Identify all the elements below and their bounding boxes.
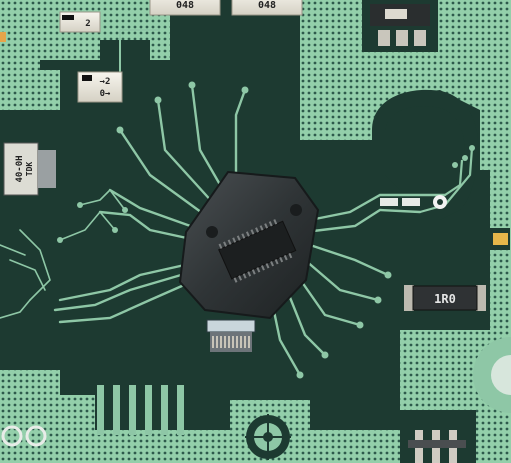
chip-mount-hole-left [206,226,218,238]
svg-text:1R0: 1R0 [434,292,456,306]
flex-connector-icon [206,319,256,352]
svg-text:0→: 0→ [100,89,111,99]
logo-mark-bottom-left [1,425,47,447]
ring-pad-bottom-right [473,337,511,413]
left-branch-traces [0,189,126,319]
via-circle-bottom [245,414,291,460]
diode-right [490,228,510,250]
resistor-top-a: 048 [149,0,221,16]
pin-header-icon [400,410,476,463]
svg-text:048: 048 [258,0,276,11]
ic-chip [178,170,320,320]
bottom-comb-traces [97,385,184,435]
capacitor-top-small: 2 [59,11,101,33]
svg-text:2: 2 [85,19,90,29]
inductor-left: 40-0H TDK [0,140,70,200]
ground-fill-mid [300,100,372,140]
corner-mark-top-left [0,32,6,42]
svg-text:→2: →2 [100,77,111,87]
svg-text:TDK: TDK [25,162,34,177]
loop-pads [380,147,474,214]
component-top-right [362,0,438,52]
loop-inner [385,106,465,190]
resistor-top-b: 048 [231,0,303,16]
capacitor-left: →2 0→ [77,29,160,103]
svg-text:048: 048 [176,0,194,11]
chip-mount-hole-right [290,204,302,216]
resistor-1r0: 1R0 [400,282,490,314]
svg-text:40-0H: 40-0H [15,155,25,182]
trace-end-pads [57,81,475,379]
